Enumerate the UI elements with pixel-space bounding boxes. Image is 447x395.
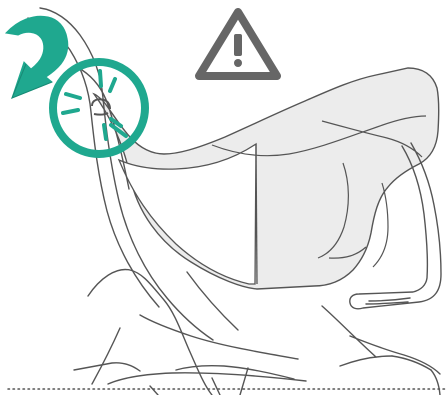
warning-triangle-icon <box>199 12 277 76</box>
click-highlight-icon <box>53 62 145 154</box>
